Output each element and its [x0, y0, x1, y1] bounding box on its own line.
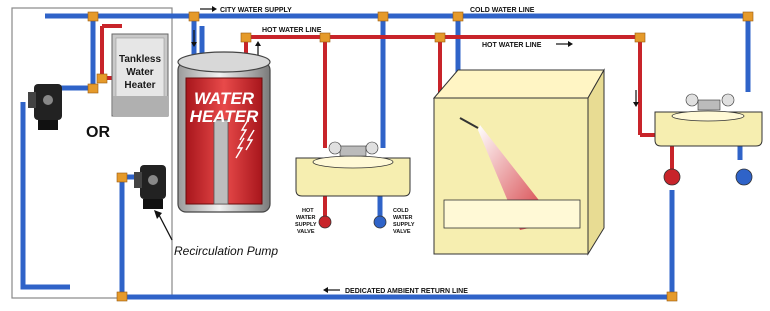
shower-tub — [432, 68, 605, 256]
sink-right — [654, 93, 763, 186]
water-heater-label-line2: HEATER — [190, 107, 259, 126]
tankless-water-heater: Tankless Water Heater — [111, 33, 169, 117]
hot-valve-label-3: SUPPLY — [295, 222, 317, 228]
return-line-label: DEDICATED AMBIENT RETURN LINE — [345, 288, 468, 295]
pipe-fittings — [87, 11, 754, 302]
tank-water-heater: WATER HEATER — [177, 51, 271, 213]
hot-water-line-right-label: HOT WATER LINE — [482, 42, 542, 49]
water-heater-label-line1: WATER — [194, 89, 255, 108]
recirculation-pump-label: Recirculation Pump — [174, 244, 278, 258]
tankless-label-line2: Water — [126, 67, 154, 78]
pump-pointer — [157, 212, 173, 241]
cold-valve-label-4: VALVE — [393, 229, 411, 235]
tankless-label-line1: Tankless — [119, 54, 161, 65]
hot-water-line-top-label: HOT WATER LINE — [262, 27, 322, 34]
cold-valve-label-3: SUPPLY — [393, 222, 415, 228]
city-water-supply-label: CITY WATER SUPPLY — [220, 7, 292, 14]
hot-valve-label-1: HOT — [302, 208, 314, 214]
hot-valve-label-4: VALVE — [297, 229, 315, 235]
recirculation-pump-top — [28, 84, 62, 130]
recirculation-pump-bottom — [134, 165, 166, 209]
cold-water-line-label: COLD WATER LINE — [470, 7, 535, 14]
hot-valve-label-2: WATER — [296, 215, 315, 221]
cold-valve-label-1: COLD — [393, 208, 409, 214]
cold-valve-label-2: WATER — [393, 215, 412, 221]
sink-center — [295, 141, 411, 229]
tankless-label-line3: Heater — [124, 80, 155, 91]
tankless-option-box — [11, 7, 173, 299]
or-label: OR — [86, 124, 110, 141]
